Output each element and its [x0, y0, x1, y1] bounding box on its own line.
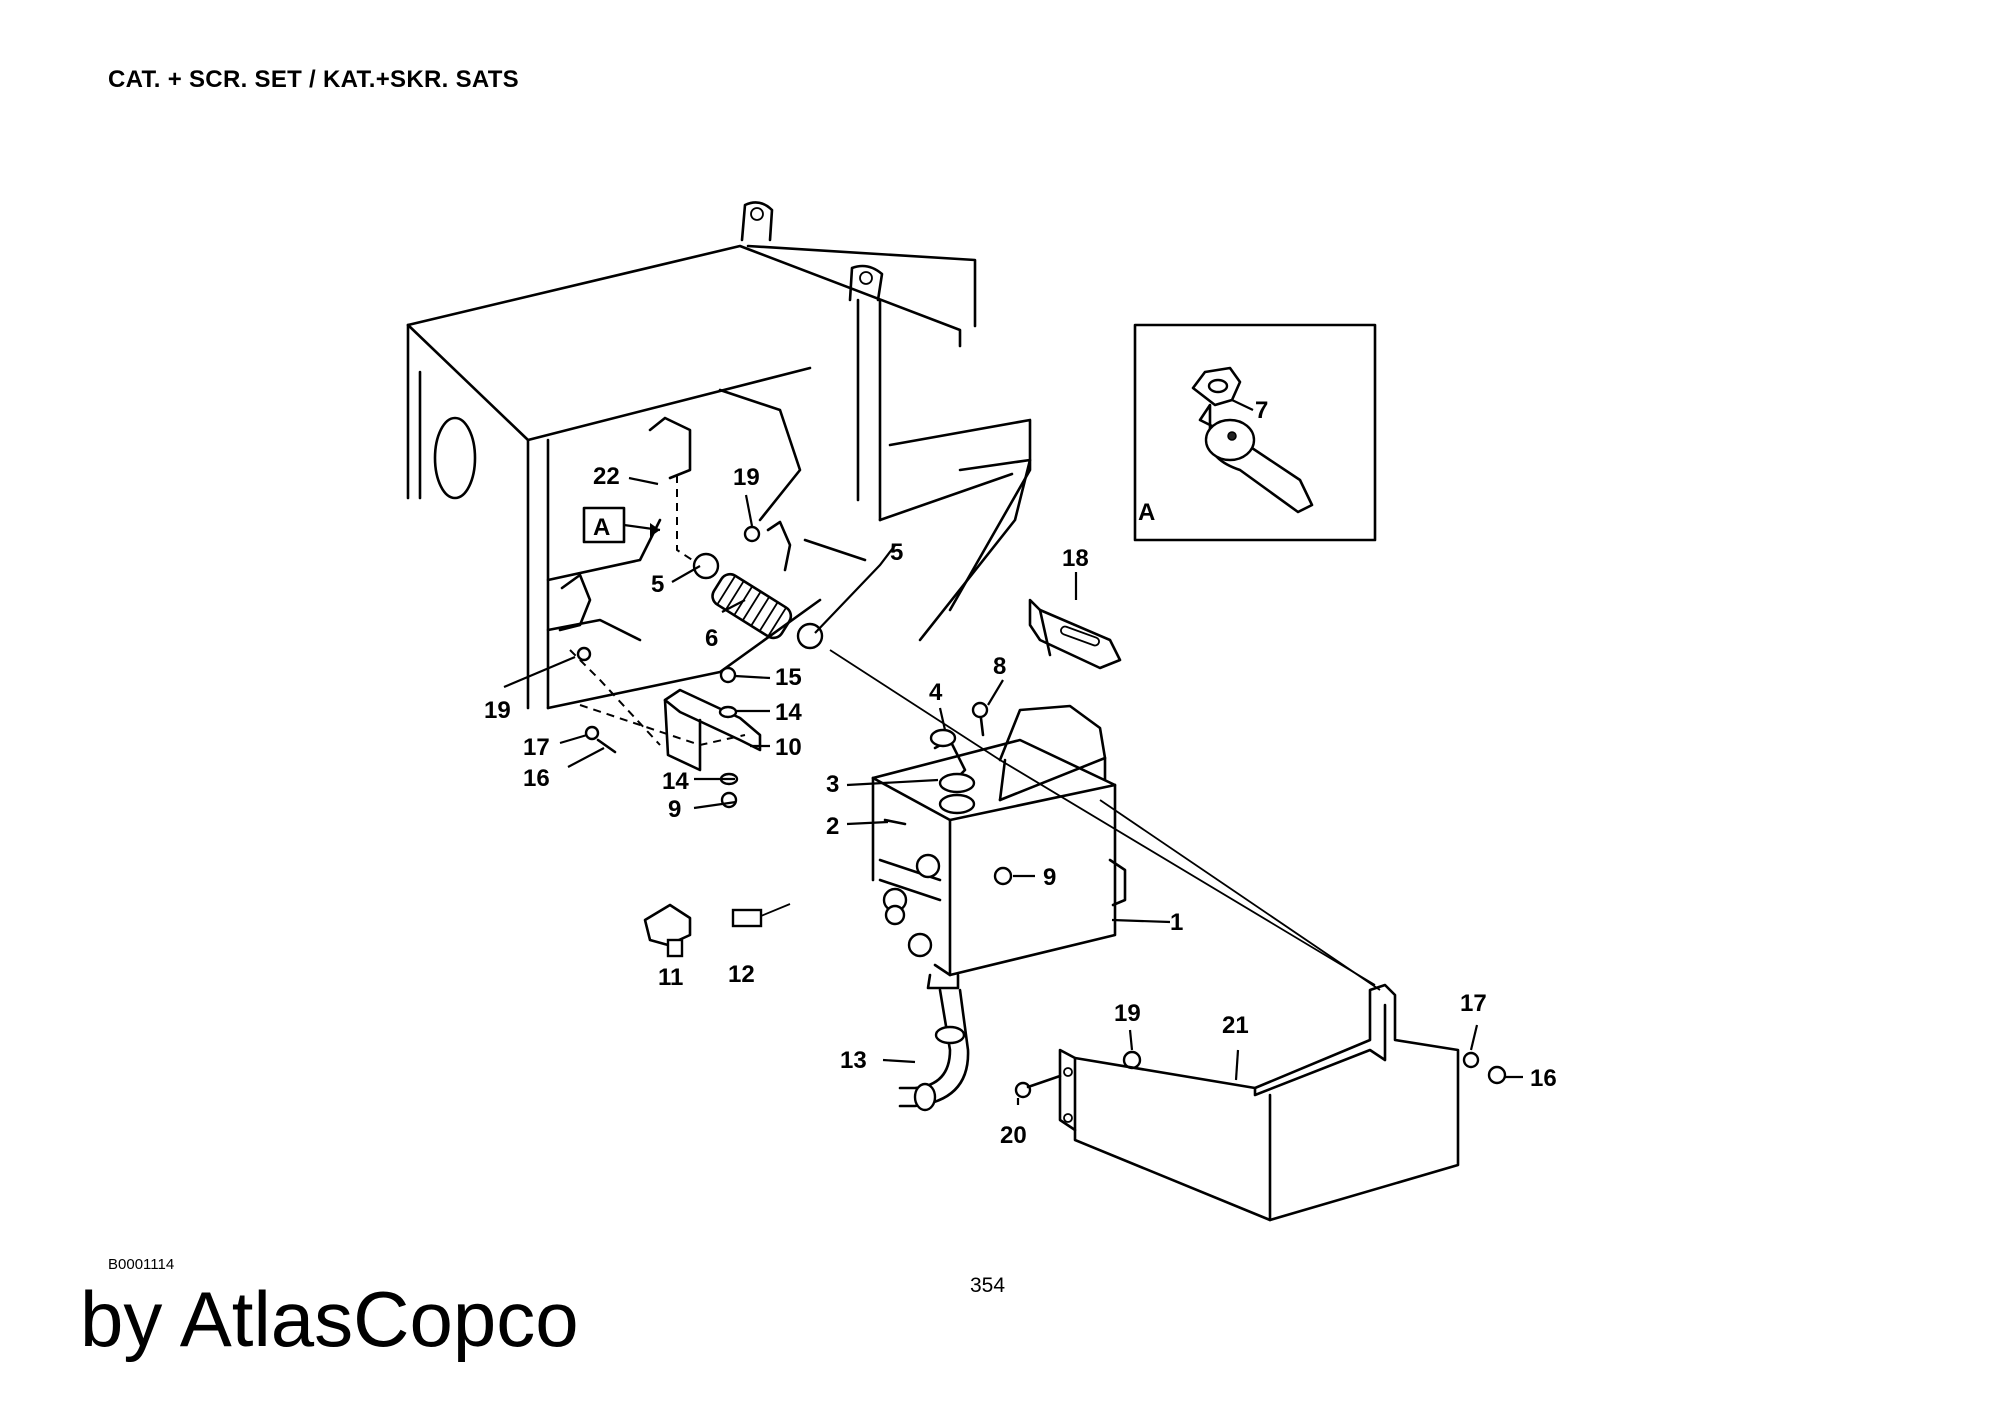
callout-6: 6	[705, 625, 718, 652]
callout-13: 13	[840, 1047, 867, 1074]
page-title: CAT. + SCR. SET / KAT.+SKR. SATS	[108, 66, 519, 93]
detail-view-label: A	[1138, 499, 1155, 526]
callout-8: 8	[993, 653, 1006, 680]
callout-2: 2	[826, 813, 839, 840]
callout-22: 22	[593, 463, 620, 490]
hardware	[576, 525, 1507, 1112]
callout-19a: 19	[733, 464, 760, 491]
callout-4: 4	[929, 679, 943, 706]
callout-15: 15	[775, 664, 802, 691]
callout-12: 12	[728, 961, 755, 988]
leader-lines	[503, 399, 1523, 1105]
callout-18: 18	[1062, 545, 1089, 572]
callouts: 1 2 3 4 5 5 6 7 8 9 9 10 11 12 13 14 14 …	[484, 397, 1557, 1149]
callout-14a: 14	[662, 768, 689, 795]
flex-pipe	[711, 572, 793, 640]
detail-view-frame	[1133, 323, 1377, 542]
callout-5b: 5	[890, 539, 903, 566]
page-number: 354	[970, 1274, 1006, 1297]
callout-17b: 17	[1460, 990, 1487, 1017]
hose-clamp-right	[796, 622, 824, 650]
callout-19b: 19	[484, 697, 511, 724]
brand-watermark: by AtlasCopco	[80, 1275, 579, 1363]
callout-1: 1	[1170, 909, 1183, 936]
callout-A-marker: A	[593, 514, 610, 541]
callout-9a: 9	[668, 796, 681, 823]
callout-9b: 9	[1043, 864, 1056, 891]
callout-21: 21	[1222, 1012, 1249, 1039]
callout-5a: 5	[651, 571, 664, 598]
callout-10: 10	[775, 734, 802, 761]
assembly-lines	[569, 475, 1381, 991]
hose-clamp-left	[692, 552, 720, 580]
callout-16b: 16	[1530, 1065, 1557, 1092]
bracket-10	[663, 666, 762, 809]
callout-7: 7	[1255, 397, 1268, 424]
drawing-reference: B0001114	[108, 1256, 175, 1273]
view-a-marker	[582, 506, 661, 544]
callout-3: 3	[826, 771, 839, 798]
bracket-18	[1028, 598, 1122, 670]
machine-frame	[406, 201, 1032, 710]
callout-14b: 14	[775, 699, 802, 726]
callout-16a: 16	[523, 765, 550, 792]
callout-20: 20	[1000, 1122, 1027, 1149]
heat-shield-21	[1058, 983, 1460, 1222]
callout-19c: 19	[1114, 1000, 1141, 1027]
callout-11: 11	[658, 964, 683, 991]
callout-17a: 17	[523, 734, 550, 761]
catalytic-converter-box	[871, 704, 1127, 990]
